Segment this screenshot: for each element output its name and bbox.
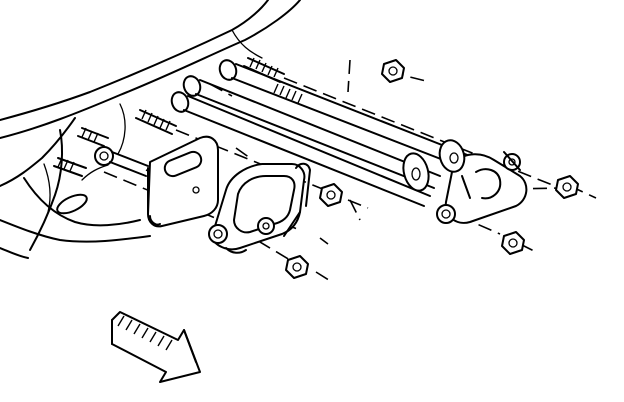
nut-right-lower <box>501 231 525 255</box>
washers <box>402 139 466 192</box>
stud-2 <box>135 109 177 135</box>
mounting-bracket <box>208 162 311 254</box>
long-bolt-b <box>182 75 441 189</box>
short-bolt-left <box>94 146 149 177</box>
front-direction-arrow <box>111 311 201 383</box>
stud-3 <box>77 127 109 147</box>
long-bolt-c <box>170 91 431 207</box>
washer-large-1 <box>402 152 430 192</box>
long-bolts <box>94 59 471 207</box>
stud-4 <box>53 157 87 177</box>
nut-lower <box>285 255 309 279</box>
rectangular-spacer-plate <box>147 135 219 228</box>
washer-large-2 <box>438 139 466 173</box>
nut-right <box>555 175 579 199</box>
nut-top <box>381 59 405 83</box>
bushing-assembly <box>436 151 528 224</box>
long-bolt-a <box>218 59 471 169</box>
nut-middle <box>319 183 343 207</box>
nuts <box>285 59 579 279</box>
